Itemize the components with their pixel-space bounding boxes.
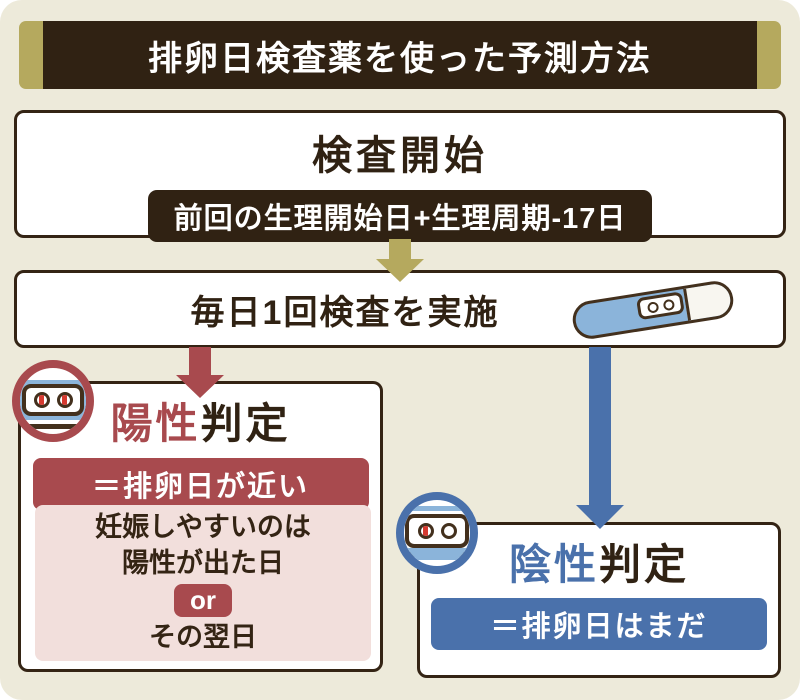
start-test-title: 検査開始	[312, 134, 488, 178]
arrow-shaft	[589, 347, 611, 506]
negative-meaning-badge: ＝排卵日はまだ	[431, 598, 767, 650]
fertility-note-box: 妊娠しやすいのは 陽性が出た日 or その翌日	[35, 505, 371, 661]
test-stick-cap	[683, 281, 733, 321]
positive-test-icon	[12, 360, 94, 442]
arrow-shaft	[389, 239, 411, 260]
daily-test-title: 毎日1回検査を実施	[190, 293, 500, 332]
header-banner-inner: 排卵日検査薬を使った予測方法	[43, 21, 757, 89]
step-start-test-box: 検査開始 前回の生理開始日+生理周期-17日	[14, 110, 786, 242]
result-window	[22, 384, 84, 416]
positive-title-accent: 陽性	[110, 400, 201, 447]
positive-result-title: 陽性判定	[21, 390, 380, 451]
test-stick-dot	[662, 298, 675, 311]
red-line	[39, 395, 44, 405]
arrow-shaft	[189, 347, 211, 376]
test-stick-dot	[646, 300, 659, 314]
test-line-dot	[33, 392, 50, 408]
stick-band	[404, 548, 470, 560]
negative-test-icon	[396, 492, 478, 574]
arrow-head	[176, 375, 224, 398]
negative-result-title: 陰性判定	[420, 531, 778, 592]
note-line: 妊娠しやすいのは	[95, 511, 311, 542]
or-badge: or	[174, 584, 232, 618]
red-line	[62, 395, 67, 405]
stick-band	[404, 506, 470, 511]
positive-title-rest: 判定	[200, 400, 291, 447]
red-line	[423, 526, 428, 536]
arrow-head	[576, 505, 624, 529]
test-line-dot	[440, 523, 457, 539]
positive-meaning-badge: ＝排卵日が近い	[32, 458, 369, 510]
stick-edge-line	[20, 424, 86, 429]
test-line-dot	[417, 523, 434, 539]
header-banner: 排卵日検査薬を使った予測方法	[19, 21, 781, 89]
test-line-dot	[56, 392, 73, 408]
arrow-head	[376, 259, 424, 282]
start-test-formula-badge: 前回の生理開始日+生理周期-17日	[147, 190, 653, 242]
note-line: その翌日	[149, 622, 257, 653]
negative-result-box: 陰性判定 ＝排卵日はまだ	[417, 522, 781, 678]
note-line: 陽性が出た日	[122, 547, 284, 578]
result-window	[405, 514, 469, 548]
negative-title-accent: 陰性	[508, 541, 599, 588]
page-title: 排卵日検査薬を使った予測方法	[148, 39, 652, 78]
negative-title-rest: 判定	[599, 541, 690, 588]
